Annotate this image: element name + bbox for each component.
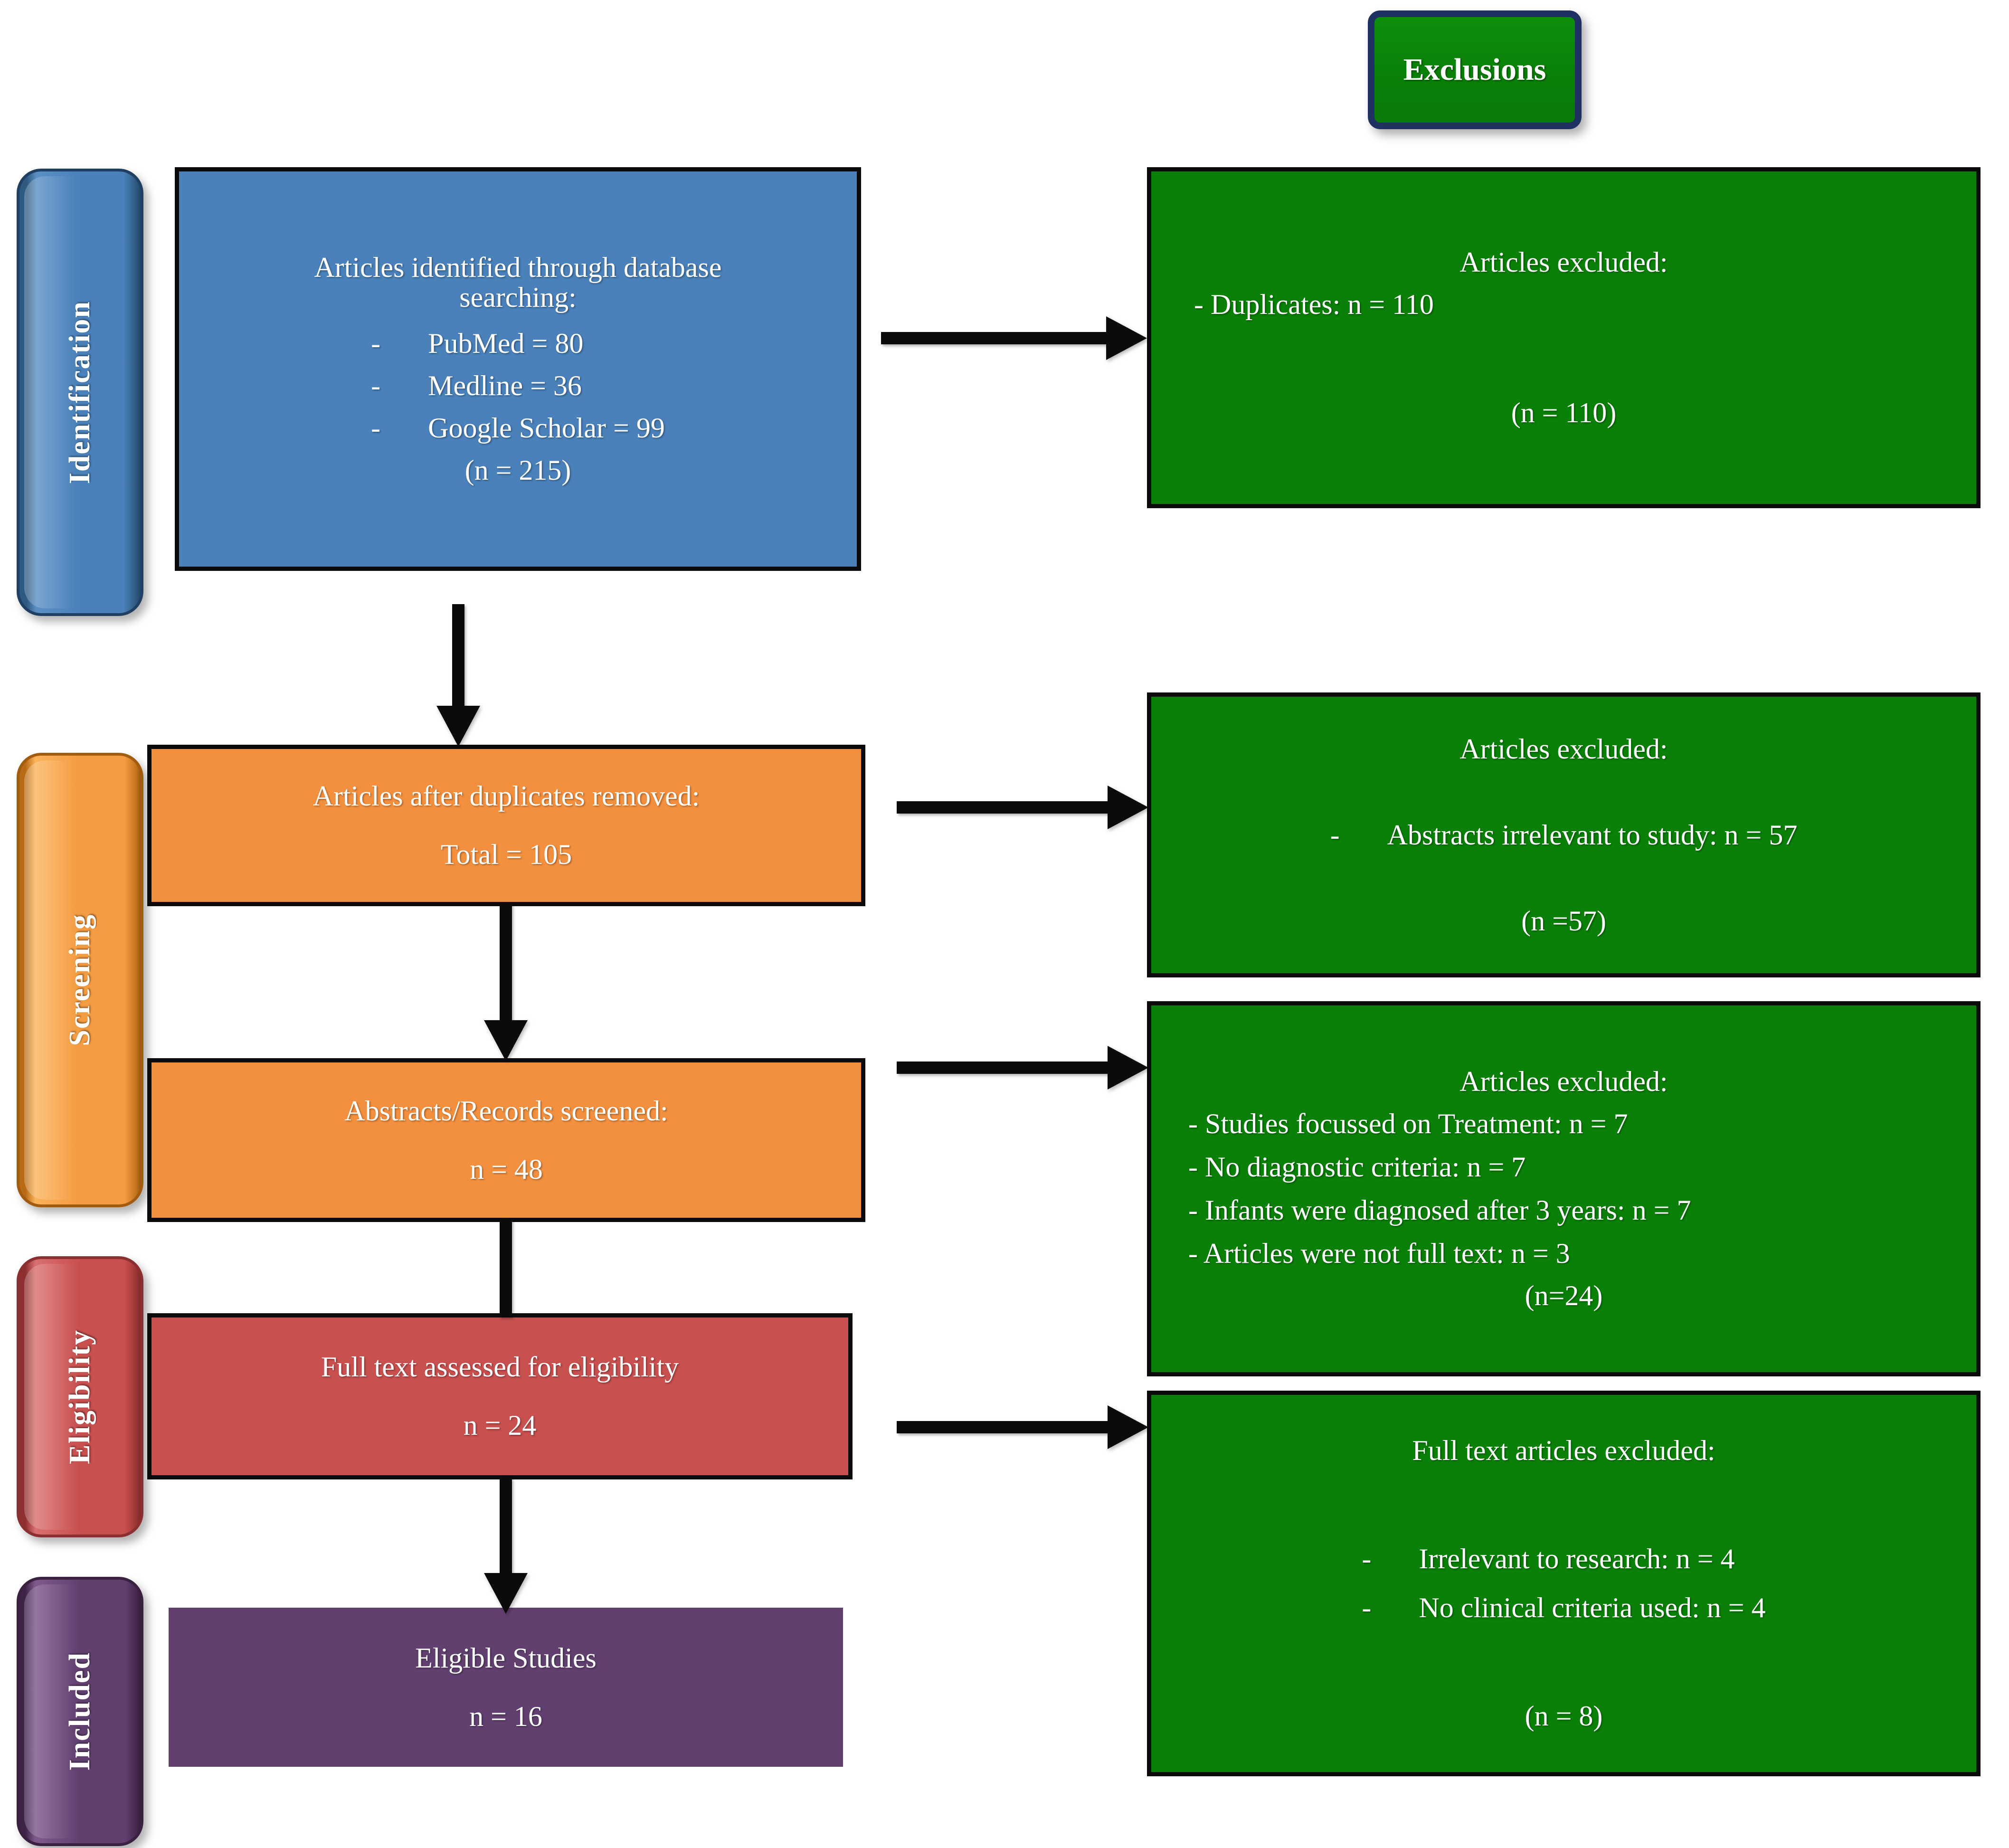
full-text-assessed-total: n = 24 — [463, 1410, 537, 1441]
box-exclusion-multiple-criteria: Articles excluded: - Studies focussed on… — [1147, 1001, 1981, 1376]
exclusions-header: Exclusions — [1368, 10, 1582, 129]
exclusion-reason-treatment: Studies focussed on Treatment: n = 7 — [1204, 1108, 1628, 1139]
exclusion-3-items: - Studies focussed on Treatment: n = 7 -… — [1188, 1109, 1691, 1269]
exclusion-2-total: (n =57) — [1521, 905, 1606, 937]
exclusion-4-total: (n = 8) — [1525, 1700, 1603, 1732]
box-articles-identified: Articles identified through database sea… — [175, 167, 861, 571]
box-exclusion-abstracts-irrelevant: Articles excluded: - Abstracts irrelevan… — [1147, 692, 1981, 977]
dash-bullet: - — [1362, 1592, 1372, 1623]
exclusion-1-heading: Articles excluded: — [1459, 246, 1668, 278]
stage-pill-eligibility: Eligibility — [17, 1256, 143, 1537]
full-text-assessed-heading: Full text assessed for eligibility — [321, 1351, 679, 1383]
exclusion-4-heading: Full text articles excluded: — [1412, 1435, 1715, 1466]
identification-heading-line2: searching: — [459, 282, 577, 313]
exclusion-4-items: - Irrelevant to research: n = 4 - No cli… — [1362, 1544, 1765, 1623]
stage-pill-screening: Screening — [17, 753, 143, 1207]
dash-bullet: - — [1194, 289, 1204, 320]
box-abstracts-records-screened: Abstracts/Records screened: n = 48 — [147, 1058, 865, 1222]
identification-source-list: - PubMed = 80 - Medline = 36 - Google Sc… — [371, 329, 665, 443]
exclusion-3-item-1: - No diagnostic criteria: n = 7 — [1188, 1152, 1691, 1182]
stage-pill-identification: Identification — [17, 169, 143, 616]
list-item: - Irrelevant to research: n = 4 — [1362, 1544, 1765, 1574]
list-item: - No clinical criteria used: n = 4 — [1362, 1593, 1765, 1623]
exclusion-1-total: (n = 110) — [1511, 397, 1617, 428]
source-pubmed: PubMed = 80 — [428, 328, 584, 359]
stage-label-screening: Screening — [64, 914, 96, 1046]
box-exclusion-full-text: Full text articles excluded: - Irrelevan… — [1147, 1391, 1981, 1776]
exclusion-3-total: (n=24) — [1525, 1280, 1603, 1311]
eligible-studies-heading: Eligible Studies — [415, 1642, 597, 1674]
dash-bullet: - — [1188, 1194, 1198, 1226]
dash-bullet: - — [1188, 1108, 1198, 1139]
exclusion-2-heading: Articles excluded: — [1459, 733, 1668, 765]
pill-gloss — [24, 760, 136, 1200]
exclusion-1-item-0: - Duplicates: n = 110 — [1194, 290, 1434, 320]
box-full-text-assessed: Full text assessed for eligibility n = 2… — [147, 1313, 853, 1479]
list-item: - Google Scholar = 99 — [371, 413, 665, 443]
dash-bullet: - — [1188, 1151, 1198, 1183]
abstracts-screened-total: n = 48 — [470, 1153, 543, 1185]
exclusion-reason-duplicates: Duplicates: n = 110 — [1210, 289, 1434, 320]
dash-bullet: - — [1188, 1238, 1198, 1269]
identification-total: (n = 215) — [464, 455, 571, 486]
after-duplicates-heading: Articles after duplicates removed: — [313, 780, 700, 812]
stage-label-included: Included — [64, 1652, 96, 1771]
abstracts-screened-heading: Abstracts/Records screened: — [344, 1095, 668, 1127]
box-eligible-studies: Eligible Studies n = 16 — [169, 1608, 843, 1767]
box-exclusion-duplicates: Articles excluded: - Duplicates: n = 110… — [1147, 167, 1981, 508]
stage-label-eligibility: Eligibility — [64, 1329, 96, 1464]
exclusion-3-item-2: - Infants were diagnosed after 3 years: … — [1188, 1195, 1691, 1225]
source-medline: Medline = 36 — [428, 370, 582, 401]
eligible-studies-total: n = 16 — [469, 1700, 542, 1732]
list-item: - PubMed = 80 — [371, 329, 665, 359]
source-google-scholar: Google Scholar = 99 — [428, 412, 665, 444]
dash-bullet: - — [371, 328, 381, 359]
box-after-duplicates-removed: Articles after duplicates removed: Total… — [147, 745, 865, 906]
list-item: - Medline = 36 — [371, 371, 665, 401]
exclusion-reason-diagnosed-after-3-years: Infants were diagnosed after 3 years: n … — [1204, 1194, 1691, 1226]
pill-gloss — [24, 1584, 136, 1839]
exclusion-reason-abstracts: Abstracts irrelevant to study: n = 57 — [1387, 819, 1798, 851]
exclusion-3-heading: Articles excluded: — [1459, 1066, 1668, 1097]
dash-bullet: - — [371, 370, 381, 401]
pill-gloss — [24, 176, 136, 608]
exclusion-reason-no-clinical-criteria: No clinical criteria used: n = 4 — [1419, 1592, 1766, 1623]
exclusion-3-item-3: - Articles were not full text: n = 3 — [1188, 1239, 1691, 1269]
dash-bullet: - — [1362, 1543, 1372, 1574]
exclusion-reason-no-diagnostic-criteria: No diagnostic criteria: n = 7 — [1204, 1151, 1526, 1183]
list-item: - Abstracts irrelevant to study: n = 57 — [1330, 820, 1798, 850]
exclusion-reason-irrelevant-research: Irrelevant to research: n = 4 — [1419, 1543, 1735, 1574]
stage-pill-included: Included — [17, 1577, 143, 1846]
exclusion-3-item-0: - Studies focussed on Treatment: n = 7 — [1188, 1109, 1691, 1139]
dash-bullet: - — [371, 412, 381, 444]
exclusion-1-items: - Duplicates: n = 110 — [1194, 290, 1434, 320]
exclusion-2-items: - Abstracts irrelevant to study: n = 57 — [1330, 820, 1798, 850]
pill-gloss — [24, 1264, 136, 1530]
dash-bullet: - — [1330, 819, 1340, 851]
stage-label-identification: Identification — [64, 300, 96, 484]
identification-heading-line1: Articles identified through database — [314, 252, 722, 283]
exclusions-header-label: Exclusions — [1403, 52, 1546, 87]
after-duplicates-total: Total = 105 — [440, 839, 572, 870]
exclusion-reason-not-full-text: Articles were not full text: n = 3 — [1203, 1238, 1570, 1269]
